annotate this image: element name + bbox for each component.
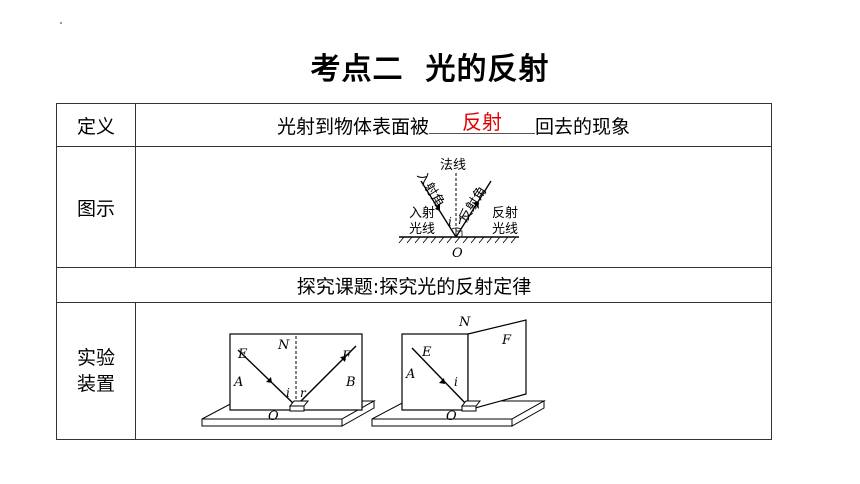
fig2-mirror-front	[461, 405, 477, 412]
fig1-label-i: i	[286, 386, 290, 400]
fig2-label-N: N	[458, 315, 471, 330]
fig1-label-A: A	[233, 375, 243, 390]
label-i: i	[448, 215, 452, 229]
fig1-label-r: r	[300, 386, 307, 400]
label-diagram: 图示	[56, 146, 136, 268]
label-reflected-ray-2: 光线	[492, 222, 518, 237]
fig1-label-O: O	[268, 409, 279, 424]
fig2-board-right	[467, 319, 527, 411]
label-normal: 法线	[440, 158, 466, 173]
stray-dot	[60, 22, 62, 24]
angle-arc-i	[451, 227, 456, 230]
fig2-label-F: F	[501, 333, 512, 348]
apparatus-fig2: N F E A i O	[371, 315, 546, 427]
page-title: 考点二光的反射	[0, 44, 860, 88]
row-diagram: 图示	[56, 146, 772, 268]
label-incident-angle: 入射角	[413, 169, 447, 211]
definition-text-before: 光射到物体表面被	[276, 115, 429, 138]
fig2-base-side	[511, 400, 545, 427]
apparatus-cell: E N F A B i r O	[135, 302, 772, 440]
reflected-arrow-icon	[472, 201, 479, 209]
fig2-label-E: E	[421, 345, 432, 360]
fig2-label-i: i	[454, 375, 458, 389]
fig1-mirror-front	[289, 405, 305, 412]
label-O: O	[452, 246, 463, 261]
fig2-label-O: O	[446, 409, 457, 424]
content-table: 定义 光射到物体表面被反射回去的现象 图示	[56, 103, 772, 440]
label-r: r	[458, 213, 465, 227]
label-incident-ray-2: 光线	[409, 222, 435, 237]
answer-blank: 反射	[429, 111, 535, 134]
definition-cell: 光射到物体表面被反射回去的现象	[135, 103, 772, 147]
fig1-label-B: B	[345, 375, 356, 390]
reflection-diagram: 法线 入射角 反射角 入射 光线 反射 光线 i r O	[398, 158, 519, 261]
fig1-incident-arrow-icon	[266, 377, 272, 383]
incident-arrow-icon	[434, 203, 440, 211]
fig1-label-N: N	[277, 338, 290, 353]
row-definition: 定义 光射到物体表面被反射回去的现象	[56, 103, 772, 147]
row-topic: 探究课题:探究光的反射定律	[56, 267, 772, 303]
fig1-label-E: E	[237, 347, 248, 362]
fig1-reflected-arrow-icon	[340, 356, 346, 362]
title-part2: 光的反射	[425, 52, 550, 87]
row-apparatus: 实验 装置 E N	[56, 302, 772, 440]
fig2-incident-arrow-icon	[439, 378, 445, 384]
fig1-base-side	[341, 400, 375, 427]
fig1-incident-ray	[237, 349, 297, 407]
fig2-base-front	[371, 418, 513, 427]
label-reflected-ray-1: 反射	[492, 205, 518, 221]
label-apparatus-2: 装置	[76, 373, 115, 395]
definition-text-after: 回去的现象	[535, 115, 631, 138]
fig1-label-F: F	[341, 349, 352, 364]
diagram-cell: 法线 入射角 反射角 入射 光线 反射 光线 i r O	[135, 146, 772, 268]
apparatus-diagram: E N F A B i r O	[201, 315, 546, 427]
label-apparatus: 实验 装置	[56, 302, 136, 440]
title-part1: 考点二	[310, 52, 404, 87]
right-angle-mark	[455, 230, 462, 238]
mirror-hatching	[398, 236, 516, 244]
topic-cell: 探究课题:探究光的反射定律	[56, 267, 772, 303]
apparatus-fig1: E N F A B i r O	[201, 333, 376, 427]
label-apparatus-1: 实验	[76, 347, 115, 369]
fig2-label-A: A	[405, 367, 415, 382]
angle-arc-r	[455, 227, 461, 230]
reflected-ray	[454, 180, 492, 238]
label-definition: 定义	[56, 103, 136, 147]
label-incident-ray-1: 入射	[409, 205, 435, 221]
fig2-incident-ray	[411, 347, 469, 407]
